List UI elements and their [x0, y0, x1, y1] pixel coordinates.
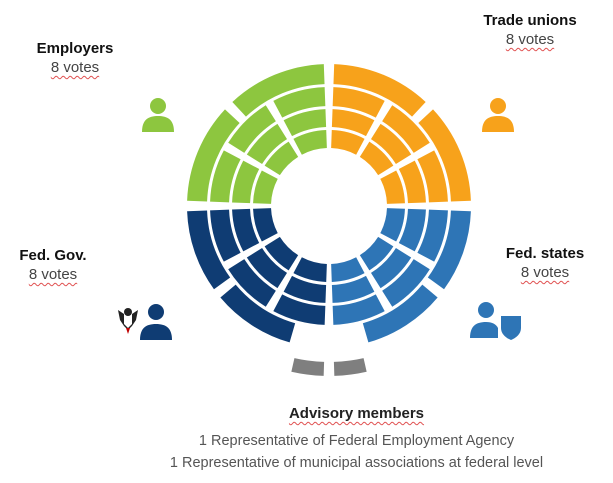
fed-gov-eagle-person-icon — [118, 304, 172, 340]
fed-states-seat — [417, 209, 448, 262]
trade-unions-label: Trade unions 8 votes — [470, 12, 590, 48]
fed-gov-seat — [273, 294, 326, 325]
employers-seat — [232, 64, 325, 117]
fed-gov-seat — [283, 275, 327, 303]
fed-gov-seat — [232, 208, 260, 252]
fed-gov-seat — [293, 257, 327, 282]
fed-states-seat — [359, 236, 394, 271]
trade-unions-seat — [417, 150, 448, 203]
fed-gov-title: Fed. Gov. — [19, 247, 87, 264]
trade-unions-seat — [331, 109, 375, 137]
employers-votes: 8 votes — [50, 59, 100, 76]
employers-person-icon — [142, 98, 174, 132]
advisory-seat — [291, 358, 325, 376]
fed-gov-seat — [210, 209, 241, 262]
fed-gov-seat — [220, 284, 296, 343]
fed-states-votes: 8 votes — [520, 264, 570, 281]
trade-unions-seat — [380, 170, 405, 204]
employers-seat — [232, 160, 260, 204]
employers-seat — [264, 141, 299, 176]
trade-unions-seat — [331, 130, 365, 155]
advisory-line-1: 1 Representative of Federal Employment A… — [198, 433, 515, 449]
employers-title: Employers — [36, 40, 114, 57]
fed-states-seat — [382, 259, 430, 307]
fed-gov-label: Fed. Gov. 8 votes — [2, 247, 104, 283]
advisory-seat — [333, 358, 367, 376]
trade-unions-seat — [370, 123, 412, 165]
advisory-line-2: 1 Representative of municipal associatio… — [169, 455, 544, 471]
fed-states-person-shield-icon — [470, 302, 521, 340]
advisory-title: Advisory members — [288, 405, 425, 422]
fed-gov-seat — [246, 247, 288, 289]
fed-gov-seat — [187, 210, 231, 290]
fed-gov-seat — [253, 208, 278, 242]
advisory-members: Advisory members 1 Representative of Fed… — [100, 405, 613, 474]
employers-seat — [246, 123, 288, 165]
fed-states-seat — [331, 257, 365, 282]
fed-states-title: Fed. states — [505, 245, 585, 262]
employers-seat — [293, 130, 327, 155]
employers-label: Employers 8 votes — [20, 40, 130, 76]
employers-seat — [210, 150, 241, 203]
fed-gov-votes: 8 votes — [28, 266, 78, 283]
trade-unions-seat — [333, 64, 426, 117]
employers-seat — [273, 87, 326, 118]
trade-unions-title: Trade unions — [483, 12, 577, 29]
fed-states-seat — [398, 208, 426, 252]
trade-unions-votes: 8 votes — [505, 31, 555, 48]
fed-states-seat — [427, 210, 471, 290]
trade-unions-seat — [332, 87, 385, 118]
employers-seat — [228, 105, 276, 153]
fed-states-seat — [380, 208, 405, 242]
fed-gov-seat — [228, 259, 276, 307]
trade-unions-seat — [398, 160, 426, 204]
fed-states-label: Fed. states 8 votes — [490, 245, 600, 281]
trade-unions-seat — [382, 105, 430, 153]
fed-states-seat — [362, 284, 438, 343]
federal-eagle-icon — [118, 308, 138, 334]
trade-unions-person-icon — [482, 98, 514, 132]
employers-seat — [187, 109, 240, 202]
trade-unions-seat — [359, 141, 394, 176]
fed-states-seat — [331, 275, 375, 303]
employers-seat — [253, 170, 278, 204]
fed-states-seat — [370, 247, 412, 289]
fed-gov-seat — [264, 236, 299, 271]
trade-unions-seat — [418, 109, 471, 202]
fed-states-seat — [332, 294, 385, 325]
employers-seat — [283, 109, 327, 137]
